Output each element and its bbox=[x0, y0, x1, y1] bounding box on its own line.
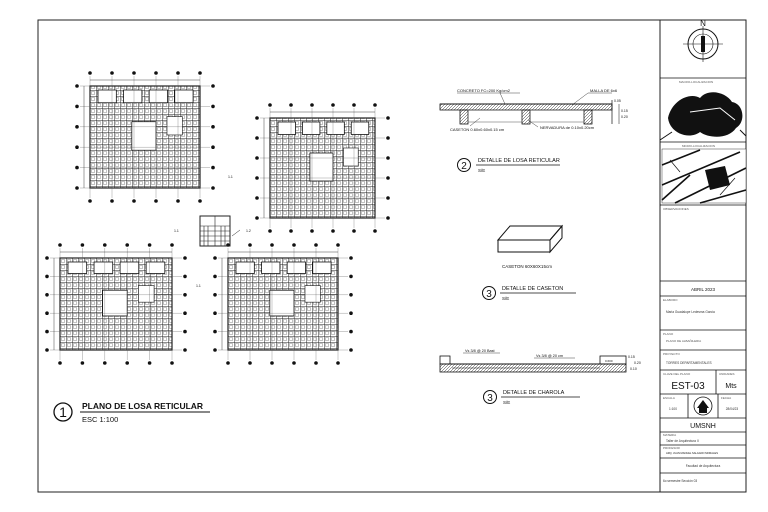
label-mesh: MALLA DE 6x6 bbox=[590, 88, 618, 93]
plan-code: EST-03 bbox=[671, 381, 705, 392]
teacher-label: PROFESOR bbox=[663, 446, 681, 450]
date-short: 28/04/23 bbox=[726, 407, 739, 411]
date: ABRIL 2023 bbox=[691, 287, 716, 292]
detail-4-title: DETALLE DE CHAROLA bbox=[503, 390, 565, 396]
university: UMSNH bbox=[690, 423, 716, 430]
detail-losa-reticular: CONCRETO FC=200 Kg/cm2 MALLA DE 6x6 CASE… bbox=[439, 88, 628, 173]
units: Mts bbox=[725, 383, 737, 390]
dim-charola-1: 0.15 bbox=[628, 355, 635, 359]
project-value: TORRES DEPARTAMENTALES bbox=[666, 361, 712, 365]
north-arrow: N bbox=[683, 19, 723, 62]
detail-2-title: DETALLE DE LOSA RETICULAR bbox=[478, 158, 560, 164]
macro-location-map bbox=[659, 92, 747, 141]
units-label: UNIDADES bbox=[719, 372, 735, 376]
semester: 6o semestre Sección 03 bbox=[663, 479, 697, 483]
scale-label: ESCALA bbox=[663, 396, 675, 400]
dim-1: 0.05 bbox=[614, 99, 621, 103]
plan-label: PLANO bbox=[663, 332, 674, 336]
micro-location-label: MICRO-LOCALIZACION bbox=[682, 144, 715, 148]
plan-scale: ESC 1:100 bbox=[82, 415, 118, 424]
plan-view-3 bbox=[45, 243, 187, 365]
faculty: Facultad de Arquitectura bbox=[686, 464, 721, 468]
notes-label: OBSERVACIONES bbox=[663, 207, 689, 211]
detail-3-number: 3 bbox=[486, 289, 492, 300]
plan-label-2: 1.2 bbox=[246, 229, 251, 233]
code-label: CLAVE DEL PLANO bbox=[663, 372, 691, 376]
dim-charola-3: 0.10 bbox=[630, 367, 637, 371]
micro-location-map bbox=[661, 148, 747, 204]
detail-3-scale: S/E bbox=[502, 296, 509, 301]
plan-number-circle bbox=[53, 402, 73, 422]
label-rebar-right: Vs 3/8 @ 20 cm bbox=[536, 354, 563, 358]
dim-2: 0.15 bbox=[621, 109, 628, 113]
label-nervadura: NERVADURA de 0.10x0.20cm bbox=[540, 125, 595, 130]
dim-charola-2: 0.20 bbox=[634, 361, 641, 365]
label-caseton: CASETON 0.60x0.60x0.15 cm bbox=[450, 127, 505, 132]
label-concrete: CONCRETO FC=200 Kg/cm2 bbox=[457, 88, 511, 93]
plan-title-block: 1 PLANO DE LOSA RETICULAR ESC 1:100 bbox=[53, 401, 210, 424]
course-label: MATERIA bbox=[663, 433, 676, 437]
stair-plan bbox=[199, 215, 241, 247]
plan-label-4: 1.1 bbox=[196, 284, 201, 288]
label-rebar-left: Vs 3/8 @ 20 Bast bbox=[465, 349, 496, 353]
north-label: N bbox=[700, 19, 706, 28]
title-block: N MACRO-LOCALIZACION MICRO-LOCALIZACION … bbox=[659, 19, 747, 483]
author-label: ELABORO bbox=[663, 298, 678, 302]
project-label: PROYECTO bbox=[663, 352, 680, 356]
detail-caseton: CASETON 60X60X15cm 3 DETALLE DE CASETON … bbox=[482, 224, 576, 301]
label-caseton-size: CASETON 60X60X15cm bbox=[502, 264, 552, 269]
university-seal-icon bbox=[693, 396, 713, 416]
plan-views bbox=[45, 71, 390, 365]
plan-view-2 bbox=[255, 103, 390, 233]
plan-view-1 bbox=[75, 71, 215, 203]
sheet-frame bbox=[37, 19, 747, 493]
plan-number: 1 bbox=[59, 404, 67, 420]
detail-2-number: 2 bbox=[461, 161, 467, 172]
plan-label-3: 1.1 bbox=[174, 229, 179, 233]
teacher: ARQ. JUAN MANUEL SALGADO MORALES bbox=[666, 451, 718, 455]
detail-4-number: 3 bbox=[487, 393, 493, 404]
date-label: FECHA bbox=[721, 396, 731, 400]
plan-value: PLANO DE ALBAÑILERIA bbox=[666, 338, 701, 343]
plan-view-4 bbox=[213, 243, 353, 365]
plan-title: PLANO DE LOSA RETICULAR bbox=[82, 401, 203, 411]
course: Taller de Arquitectura II bbox=[666, 439, 699, 443]
detail-3-title: DETALLE DE CASETON bbox=[502, 286, 563, 292]
detail-charola: Vs 3/8 @ 20 Bast Vs 3/8 @ 20 cm 0.600 0.… bbox=[439, 349, 641, 405]
detail-2-scale: S/E bbox=[478, 168, 485, 173]
scale: 1:100 bbox=[669, 407, 677, 411]
plan-label-1: 1.1 bbox=[228, 175, 233, 179]
macro-location-label: MACRO-LOCALIZACION bbox=[679, 80, 713, 84]
author: Maria Guadalupe Ledesma Garcia bbox=[666, 310, 715, 314]
detail-4-scale: S/E bbox=[503, 400, 510, 405]
dim-3: 0.20 bbox=[621, 115, 628, 119]
label-side: 0.600 bbox=[605, 359, 613, 363]
